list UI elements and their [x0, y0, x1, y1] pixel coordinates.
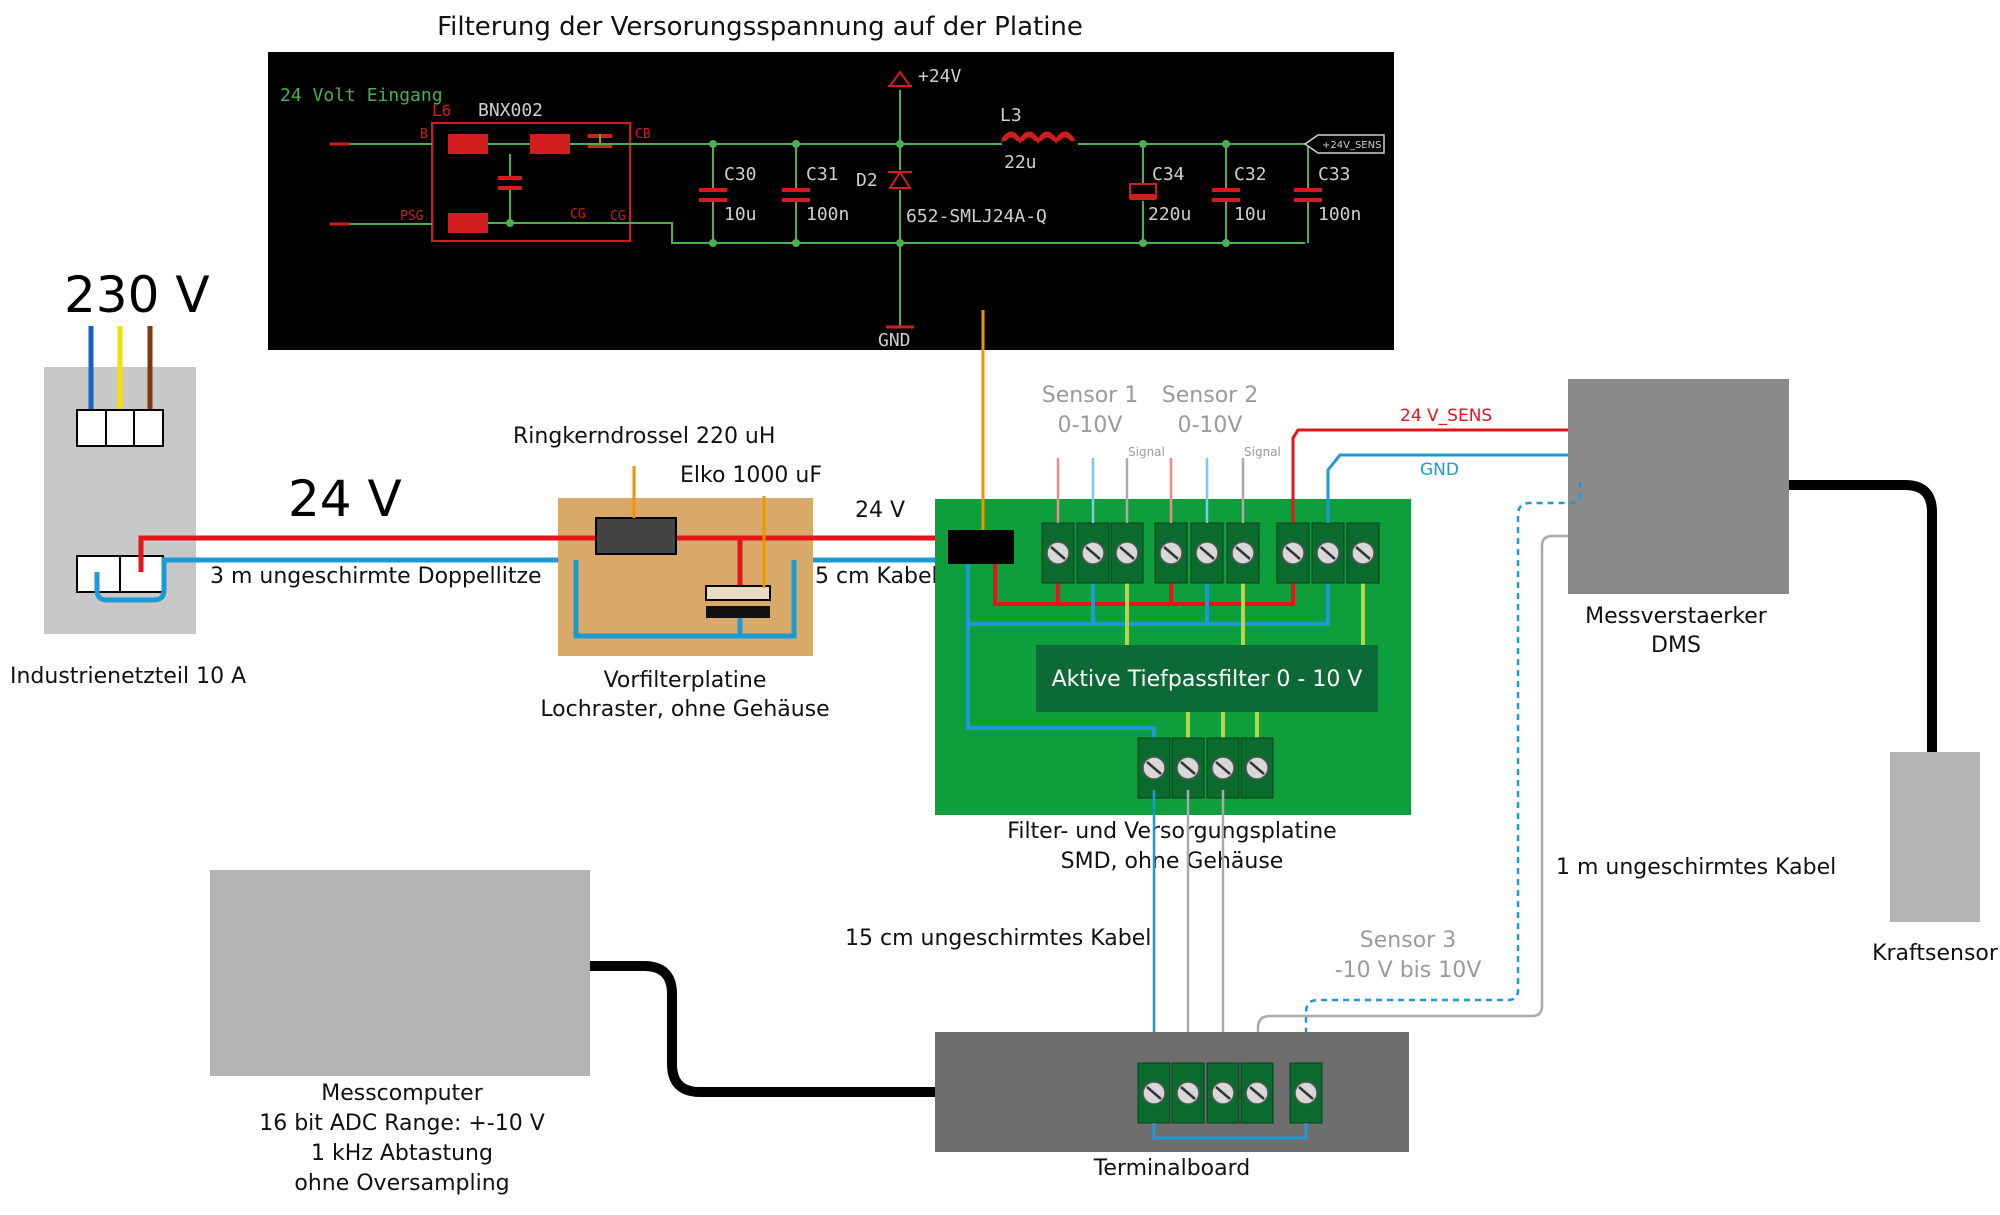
l6-ref: L6 [432, 101, 451, 120]
c30-ref: C30 [724, 164, 757, 185]
pin-cg: CG [570, 207, 586, 222]
pin-b: B [420, 127, 428, 142]
d2-ref: D2 [856, 170, 878, 191]
terminal-cable-label: 15 cm ungeschirmtes Kabel [845, 926, 1151, 951]
d2-part: 652-SMLJ24A-Q [906, 206, 1047, 227]
active-filter-block [1036, 645, 1378, 712]
supply-voltage: 24 V [288, 470, 402, 528]
force-sensor-label: Kraftsensor [1872, 941, 1999, 966]
sensor1-line2: 0-10V [1058, 413, 1123, 438]
schematic-input-label: 24 Volt Eingang [280, 85, 443, 106]
amplifier-cable-label: 1 m ungeschirmtes Kabel [1556, 855, 1836, 880]
pin-cb: CB [635, 127, 651, 142]
amplifier-line1: Messverstaerker [1585, 604, 1768, 629]
industrial-psu: 230 V Industrienetzteil 10 A [10, 266, 246, 689]
computer-line3: 1 kHz Abtastung [311, 1141, 493, 1166]
gnd-wire-label: GND [1420, 460, 1459, 480]
choke-label: Ringkerndrossel 220 uH [513, 424, 775, 449]
c34-ref: C34 [1152, 164, 1185, 185]
c34-value: 220u [1148, 204, 1191, 225]
c32-value: 10u [1234, 204, 1267, 225]
pin-cg2: CG [610, 209, 626, 224]
elko-label: Elko 1000 uF [680, 463, 822, 488]
sensor2-line2: 0-10V [1178, 413, 1243, 438]
psu-label: Industrienetzteil 10 A [10, 664, 246, 689]
c32-ref: C32 [1234, 164, 1267, 185]
computer-line4: ohne Oversampling [294, 1171, 509, 1196]
blue-supply-wire [94, 557, 954, 639]
l3-ref: L3 [1000, 105, 1022, 126]
amplifier-line2: DMS [1651, 633, 1701, 658]
sensor3-line2: -10 V bis 10V [1335, 958, 1482, 983]
gnd-label: GND [878, 330, 911, 351]
signal-label-1: Signal [1128, 445, 1165, 459]
pin-psg: PSG [400, 209, 424, 224]
filter-supply-board: Aktive Tiefpassfilter 0 - 10 V Filter- u… [935, 310, 1411, 874]
prefilter-line2: Lochraster, ohne Gehäuse [540, 697, 829, 722]
signal-label-2: Signal [1244, 445, 1281, 459]
sensor2-line1: Sensor 2 [1162, 383, 1258, 408]
l3-value: 22u [1004, 152, 1037, 173]
main-board-line2: SMD, ohne Gehäuse [1061, 849, 1284, 874]
main-board-line1: Filter- und Versorgungsplatine [1007, 819, 1336, 844]
c31-value: 100n [806, 204, 849, 225]
computer-line2: 16 bit ADC Range: +-10 V [259, 1111, 545, 1136]
supply-cable-label: 3 m ungeschirmte Doppellitze [210, 564, 542, 589]
filter-label: Aktive Tiefpassfilter 0 - 10 V [1052, 667, 1363, 692]
c30-value: 10u [724, 204, 757, 225]
page-title: Filterung der Versorungsspannung auf der… [437, 12, 1083, 42]
mains-voltage: 230 V [64, 266, 210, 324]
sensor3-line1: Sensor 3 [1360, 928, 1456, 953]
main-cable-label: 5 cm Kabel [815, 564, 938, 589]
vcc-label: +24V [918, 66, 962, 87]
force-sensor: Kraftsensor [1872, 752, 1999, 966]
computer-line1: Messcomputer [321, 1081, 483, 1106]
dms-amplifier: Messverstaerker DMS [1568, 379, 1789, 658]
c31-ref: C31 [806, 164, 839, 185]
supply-connector [948, 530, 1014, 564]
toroid-choke [595, 517, 677, 555]
schematic-panel: 24 Volt Eingang L6 BNX002 B CB PSG CG CG [268, 52, 1394, 351]
net-label-sens: +24V_SENS [1322, 140, 1381, 151]
sens-wire-label: 24 V_SENS [1400, 406, 1492, 426]
sensor1-line1: Sensor 1 [1042, 383, 1138, 408]
prefilter-board: Ringkerndrossel 220 uH Elko 1000 uF Vorf… [513, 424, 830, 722]
electrolytic-cap [705, 585, 771, 601]
c33-ref: C33 [1318, 164, 1351, 185]
l6-part: BNX002 [478, 100, 543, 121]
main-voltage-label: 24 V [855, 498, 905, 523]
l6-filter-block [431, 122, 631, 242]
c33-value: 100n [1318, 204, 1361, 225]
measurement-computer: Messcomputer 16 bit ADC Range: +-10 V 1 … [210, 870, 590, 1196]
terminal-board: Terminalboard [935, 1032, 1409, 1181]
prefilter-line1: Vorfilterplatine [604, 668, 767, 693]
terminal-label: Terminalboard [1093, 1156, 1251, 1181]
